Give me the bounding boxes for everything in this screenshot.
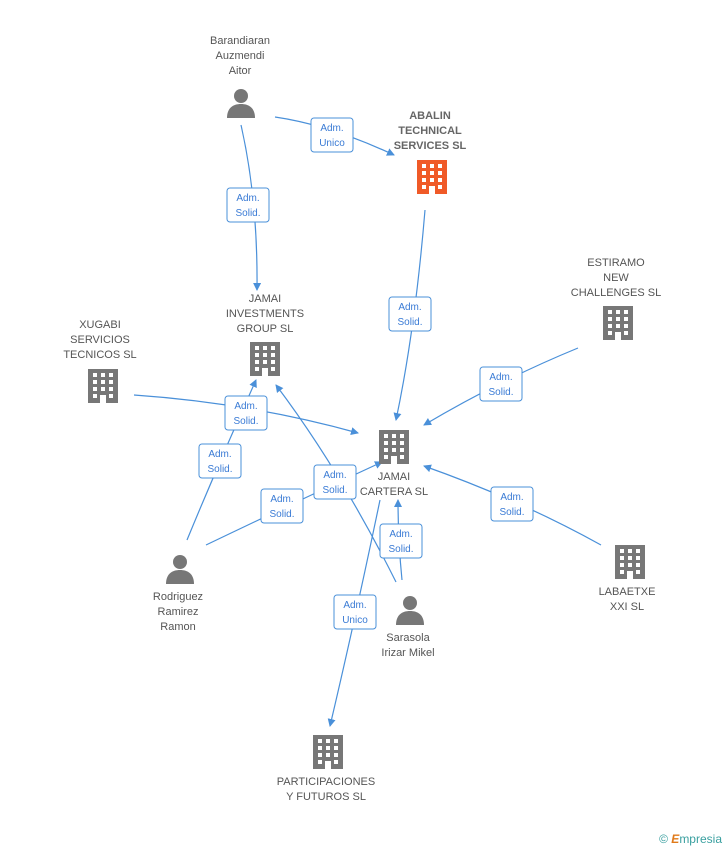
edges-layer: [133, 116, 602, 727]
edge-badge-rodriguez-to-jamai_cartera[interactable]: Adm. Solid.: [260, 488, 304, 524]
node-label-line: ESTIRAMO: [587, 257, 645, 269]
badge-text: Adm.: [389, 529, 412, 540]
node-label-line: PARTICIPACIONES: [277, 776, 375, 788]
node-label-line: Y FUTUROS SL: [286, 791, 366, 803]
brand-name: mpresia: [679, 832, 722, 846]
edge-badge-sarasola-to-jamai_inv[interactable]: Adm. Solid.: [313, 464, 357, 500]
badge-text: Adm.: [208, 449, 231, 460]
badge-text: Adm.: [320, 123, 343, 134]
badge-box: [388, 296, 432, 332]
badge-text: Solid.: [488, 387, 513, 398]
badge-text: Solid.: [322, 485, 347, 496]
badge-box: [224, 395, 268, 431]
badge-box: [379, 523, 423, 559]
badge-box: [198, 443, 242, 479]
edge-badge-barandiaran-to-jamai_inv[interactable]: Adm. Solid.: [226, 187, 270, 223]
brand-initial: E: [671, 832, 680, 846]
node-label-line: Sarasola: [386, 632, 430, 644]
node-xugabi[interactable]: XUGABI SERVICIOS TECNICOS SL: [63, 319, 137, 403]
node-label-line: SERVICES SL: [394, 140, 467, 152]
edge-badge-sarasola-to-jamai_cartera[interactable]: Adm. Solid.: [379, 523, 423, 559]
badge-box: [310, 117, 354, 153]
edge-badge-xugabi-to-jamai_cartera[interactable]: Adm. Solid.: [224, 395, 268, 431]
person-icon: [166, 555, 194, 584]
badge-text: Adm.: [270, 494, 293, 505]
badge-box: [226, 187, 270, 223]
node-label-line: JAMAI: [249, 293, 281, 305]
badge-text: Adm.: [500, 492, 523, 503]
node-participaciones[interactable]: PARTICIPACIONES Y FUTUROS SL: [277, 735, 375, 803]
badge-text: Unico: [342, 615, 368, 626]
node-label-line: NEW: [603, 272, 629, 284]
badge-text: Solid.: [207, 464, 232, 475]
edge-badge-abalin-to-jamai_cartera[interactable]: Adm. Solid.: [388, 296, 432, 332]
node-label-line: CARTERA SL: [360, 486, 428, 498]
edge-badge-labaetxe-to-jamai_cartera[interactable]: Adm. Solid.: [490, 486, 534, 522]
badge-text: Adm.: [236, 193, 259, 204]
empresia-watermark[interactable]: © Empresia: [659, 832, 722, 846]
badge-text: Solid.: [499, 507, 524, 518]
company-building-icon: [615, 545, 645, 579]
node-label-line: ABALIN: [409, 110, 451, 122]
node-label-line: JAMAI: [378, 471, 410, 483]
copyright-symbol: ©: [659, 832, 668, 846]
badge-box: [490, 486, 534, 522]
focus-company-building-icon: [417, 160, 447, 194]
badge-text: Solid.: [235, 208, 260, 219]
node-label-line: XUGABI: [79, 319, 121, 331]
badge-box: [333, 594, 377, 630]
node-label-line: Auzmendi: [216, 50, 265, 62]
company-building-icon: [250, 342, 280, 376]
person-icon: [396, 596, 424, 625]
node-abalin[interactable]: ABALIN TECHNICAL SERVICES SL: [394, 110, 467, 194]
badge-text: Adm.: [398, 302, 421, 313]
badge-text: Solid.: [388, 544, 413, 555]
badge-text: Unico: [319, 138, 345, 149]
badge-text: Adm.: [323, 470, 346, 481]
node-label-line: INVESTMENTS: [226, 308, 304, 320]
edge-badge-barandiaran-to-abalin[interactable]: Adm. Unico: [310, 117, 354, 153]
badge-text: Solid.: [233, 416, 258, 427]
node-estiramo[interactable]: ESTIRAMO NEW CHALLENGES SL: [571, 257, 661, 340]
company-building-icon: [379, 430, 409, 464]
node-label-line: Ramon: [160, 621, 195, 633]
company-building-icon: [313, 735, 343, 769]
badge-box: [313, 464, 357, 500]
badge-text: Adm.: [489, 372, 512, 383]
edge-badge-rodriguez-to-jamai_inv[interactable]: Adm. Solid.: [198, 443, 242, 479]
node-jamai_cartera[interactable]: JAMAI CARTERA SL: [360, 430, 428, 498]
node-label-line: XXI SL: [610, 601, 644, 613]
person-icon: [227, 89, 255, 118]
company-building-icon: [603, 306, 633, 340]
node-label-line: CHALLENGES SL: [571, 287, 661, 299]
badge-text: Adm.: [234, 401, 257, 412]
node-label-line: SERVICIOS: [70, 334, 130, 346]
badge-text: Adm.: [343, 600, 366, 611]
node-label-line: GROUP SL: [237, 323, 294, 335]
badges-layer: Adm.UnicoAdm.Solid.Adm.Solid.Adm.Solid.A…: [198, 117, 534, 630]
node-label-line: Rodriguez: [153, 591, 203, 603]
badge-text: Solid.: [269, 509, 294, 520]
node-label-line: LABAETXE: [599, 586, 656, 598]
badge-box: [479, 366, 523, 402]
badge-text: Solid.: [397, 317, 422, 328]
node-label-line: Aitor: [229, 65, 252, 77]
edge-badge-jamai_cartera-to-participaciones[interactable]: Adm. Unico: [333, 594, 377, 630]
edge-badge-estiramo-to-jamai_cartera[interactable]: Adm. Solid.: [479, 366, 523, 402]
node-jamai_inv[interactable]: JAMAI INVESTMENTS GROUP SL: [226, 293, 304, 376]
node-label-line: Ramirez: [158, 606, 199, 618]
node-label-line: TECHNICAL: [398, 125, 462, 137]
badge-box: [260, 488, 304, 524]
node-label-line: TECNICOS SL: [63, 349, 136, 361]
company-building-icon: [88, 369, 118, 403]
node-label-line: Irizar Mikel: [381, 647, 434, 659]
node-labaetxe[interactable]: LABAETXE XXI SL: [599, 545, 656, 613]
node-label-line: Barandiaran: [210, 35, 270, 47]
